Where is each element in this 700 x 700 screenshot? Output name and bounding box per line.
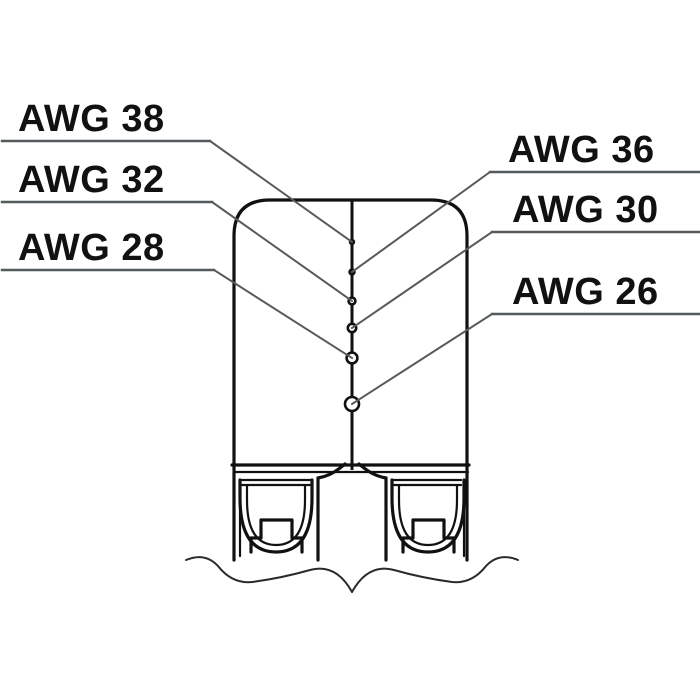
leader-lines-group [208, 139, 494, 406]
right-jaw-inner-arc [397, 484, 459, 547]
label-awg-32: AWG 32 [18, 159, 165, 201]
leader-awg-30 [350, 230, 494, 330]
label-awg-28: AWG 28 [18, 227, 165, 269]
left-break-line [185, 556, 353, 593]
leader-awg-38 [208, 139, 354, 244]
right-break-line [351, 556, 519, 593]
left-jaw-outer-arc [238, 478, 314, 554]
label-underlines-group [0, 139, 700, 316]
right-jaw-outer-arc [390, 478, 466, 554]
label-awg-36: AWG 36 [508, 129, 655, 171]
left-jaw-inner-arc [245, 484, 307, 547]
labels-group: AWG 38 AWG 32 AWG 28 AWG 36 AWG 30 AWG 2… [18, 98, 659, 313]
break-lines-group [185, 556, 519, 593]
left-jaw-inner-edge [316, 462, 347, 480]
label-awg-26: AWG 26 [512, 271, 659, 313]
leader-awg-36 [350, 170, 492, 274]
label-awg-38: AWG 38 [18, 98, 165, 140]
right-jaw-group [357, 462, 469, 562]
right-jaw-inner-edge [357, 462, 388, 480]
label-awg-30: AWG 30 [512, 189, 659, 231]
leader-awg-28 [212, 268, 354, 360]
leader-awg-32 [210, 200, 354, 303]
left-jaw-group [232, 462, 347, 562]
left-jaw-notch-profile [249, 518, 304, 554]
leader-awg-26 [350, 312, 494, 406]
right-jaw-notch-profile [401, 518, 456, 554]
